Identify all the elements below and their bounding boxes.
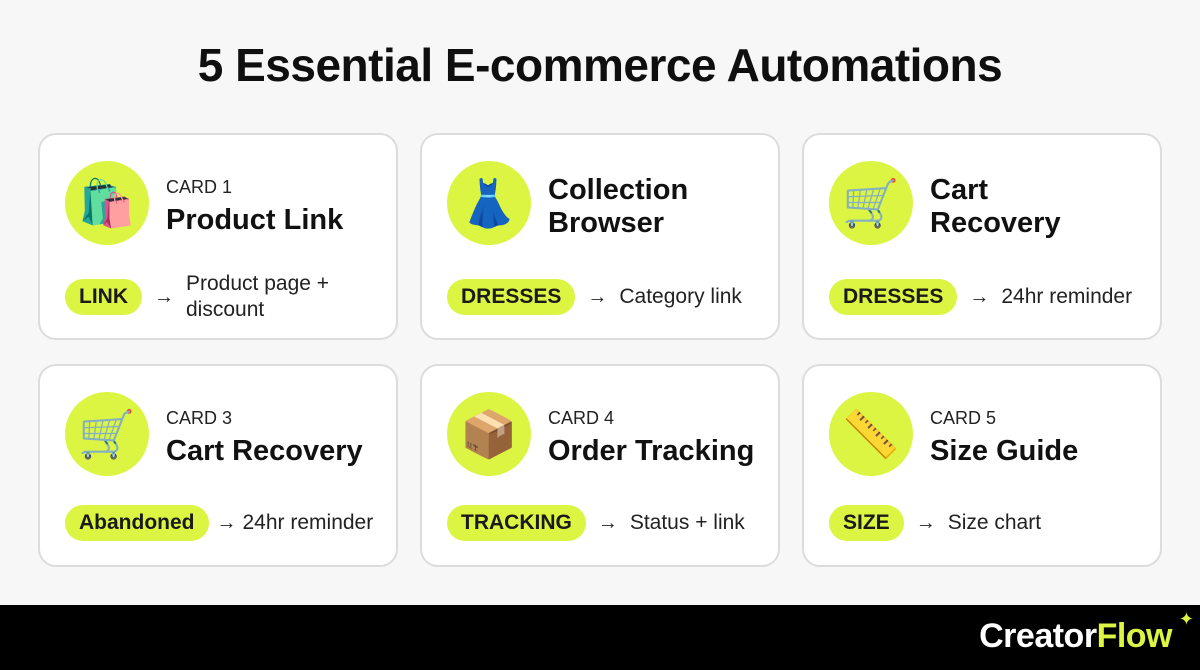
card-header: CARD 1 Product Link [166,167,382,247]
arrow-right-icon: → [587,285,608,308]
card-header: CARD 3 Cart Recovery [166,398,382,478]
page-title: 5 Essential E-commerce Automations [197,39,1003,91]
card-flow: SIZE → Size chart [829,481,1150,565]
flow-result: Product page + discount [186,272,330,321]
automation-card-product-link: 🛍️ CARD 1 Product Link LINK → Product pa… [38,133,398,340]
keyword-chip: TRACKING [447,505,586,541]
card-flow: DRESSES → 24hr reminder [829,256,1150,338]
card-label: CARD 1 [166,177,233,197]
card-title: Product Link [166,204,344,236]
shopping-cart-icon: 🛒 [829,161,913,245]
card-header: CARD 4 Order Tracking [548,398,764,478]
card-header: CARD 5 Size Guide [930,398,1146,478]
keyword-chip: DRESSES [829,279,958,315]
keyword-chip: LINK [65,279,142,315]
card-label: CARD 3 [166,408,233,428]
flow-result: Size chart [947,511,1042,534]
automation-card-collection-browser: 👗 Collection Browser DRESSES → Category … [420,133,780,340]
footer-bar: CreatorFlow ✦ [0,605,1200,670]
card-header: Cart Recovery [930,167,1146,247]
brand-name-accent: Flow [1096,617,1173,655]
automation-cards-grid: 🛍️ CARD 1 Product Link LINK → Product pa… [38,133,1163,567]
flow-result: 24hr reminder [1001,285,1133,308]
automation-card-cart-recovery-abandoned: 🛒 CARD 3 Cart Recovery Abandoned → 24hr … [38,364,398,567]
package-icon: 📦 [447,392,531,476]
ruler-icon: 📏 [829,392,913,476]
card-title: Order Tracking [548,435,755,467]
flow-result: Status + link [629,511,745,534]
card-flow: TRACKING → Status + link [447,481,768,565]
shopping-cart-icon: 🛒 [65,392,149,476]
card-title: Cart Recovery [930,174,1061,239]
card-title: Cart Recovery [166,435,363,467]
shopping-bags-icon: 🛍️ [65,161,149,245]
keyword-chip: SIZE [829,505,904,541]
flow-result: Category link [619,285,742,308]
card-header: Collection Browser [548,167,764,247]
card-label: CARD 4 [548,408,615,428]
arrow-right-icon: → [969,285,990,308]
automation-card-cart-recovery: 🛒 Cart Recovery DRESSES → 24hr reminder [802,133,1162,340]
dress-icon: 👗 [447,161,531,245]
keyword-chip: DRESSES [447,279,576,315]
card-label: CARD 5 [930,408,997,428]
card-flow: DRESSES → Category link [447,256,768,338]
card-flow: Abandoned → 24hr reminder [65,481,386,565]
automation-card-order-tracking: 📦 CARD 4 Order Tracking TRACKING → Statu… [420,364,780,567]
flow-result: 24hr reminder [242,511,374,534]
keyword-chip: Abandoned [65,505,209,541]
card-title: Size Guide [930,435,1079,467]
card-title: Collection Browser [548,174,689,239]
brand-logo: CreatorFlow [979,617,1172,656]
automation-card-size-guide: 📏 CARD 5 Size Guide SIZE → Size chart [802,364,1162,567]
arrow-right-icon: → [915,511,936,534]
sparkle-icon: ✦ [1178,609,1194,629]
brand-name-part: Creator [979,617,1097,655]
card-flow: LINK → Product page + discount [65,256,386,338]
arrow-right-icon: → [597,511,618,534]
arrow-right-icon: → [154,285,174,308]
arrow-right-icon: → [216,511,237,534]
